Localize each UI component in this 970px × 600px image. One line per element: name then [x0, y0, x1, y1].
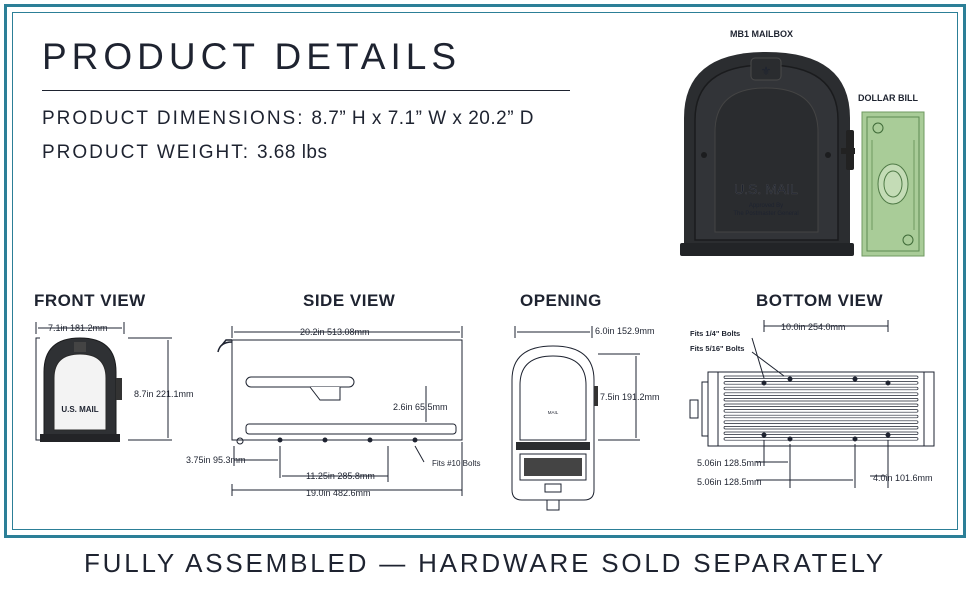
vent-slot — [723, 403, 919, 407]
weight-value: 3.68 lbs — [256, 142, 328, 163]
front-view-heading: FRONT VIEW — [34, 291, 146, 310]
vent-slot — [723, 409, 919, 413]
side-view-drawing — [217, 326, 463, 496]
page-title: PRODUCT DETAILS — [42, 36, 462, 77]
vent-slot — [723, 414, 919, 419]
bottom-inner-dim-1: 5.06in 128.5mm — [697, 458, 762, 468]
bottom-bolts-5-16: Fits 5/16" Bolts — [690, 344, 744, 353]
bottom-bolts-quarter: Fits 1/4" Bolts — [690, 329, 740, 338]
side-slot-dim: 2.6in 65.5mm — [393, 402, 448, 412]
mailbox-photo: ⚜ U.S. MAIL Approved By The Postmaster G… — [680, 52, 855, 256]
side-bolts-note: Fits #10 Bolts — [432, 459, 480, 468]
side-length-dim: 20.2in 513.08mm — [300, 327, 370, 337]
bottom-view-drawing — [689, 320, 935, 488]
bottom-view-heading: BOTTOM VIEW — [756, 291, 884, 310]
photo-door-subtext-2: The Postmaster General — [733, 211, 798, 217]
bill-caption: DOLLAR BILL — [858, 93, 918, 103]
photo-door-subtext-1: Approved By — [749, 203, 783, 209]
bottom-span-dim: 10.0in 254.0mm — [781, 322, 846, 332]
side-edge-dim: 3.75in 95.3mm — [186, 455, 246, 465]
opening-width-dim: 6.0in 152.9mm — [595, 326, 655, 336]
dimensions-spec: PRODUCT DIMENSIONS: 8.7” H x 7.1” W x 20… — [42, 108, 534, 130]
dimensions-value: 8.7” H x 7.1” W x 20.2” D — [311, 108, 535, 129]
vent-slot — [723, 375, 919, 379]
title-divider — [42, 90, 570, 91]
bottom-inner-dim-2: 5.06in 128.5mm — [697, 477, 762, 487]
footer-banner: FULLY ASSEMBLED — HARDWARE SOLD SEPARATE… — [84, 548, 886, 578]
opening-view-drawing: MAIL — [511, 326, 640, 511]
mailbox-caption: MB1 MAILBOX — [730, 29, 793, 39]
photo-door-text: U.S. MAIL — [734, 181, 798, 197]
vent-slot — [723, 386, 919, 391]
opening-view-heading: OPENING — [520, 291, 602, 310]
vent-slot — [723, 437, 919, 441]
front-view-drawing — [35, 322, 172, 442]
vent-slot — [723, 426, 919, 430]
vent-slot — [723, 381, 919, 385]
dimensions-label: PRODUCT DIMENSIONS: — [42, 108, 305, 129]
weight-label: PRODUCT WEIGHT: — [42, 142, 251, 163]
vent-slot — [723, 398, 919, 402]
dollar-bill-photo — [861, 111, 925, 257]
vent-slot — [723, 431, 919, 435]
side-view-heading: SIDE VIEW — [303, 291, 396, 310]
weight-spec: PRODUCT WEIGHT: 3.68 lbs — [42, 142, 327, 164]
side-bolt-spacing-dim: 11.25in 285.8mm — [306, 471, 375, 481]
vent-slot — [723, 392, 919, 396]
opening-height-dim: 7.5in 191.2mm — [600, 392, 660, 402]
product-frame-inner — [12, 12, 958, 530]
bottom-edge-dim: 4.0in 101.6mm — [873, 473, 933, 483]
front-height-dim: 8.7in 221.1mm — [134, 389, 194, 399]
fleur-icon: ⚜ — [761, 64, 772, 78]
front-door-text: U.S. MAIL — [61, 405, 98, 414]
svg-text:MAIL: MAIL — [548, 410, 559, 415]
side-base-dim: 19.0in 482.6mm — [306, 488, 371, 498]
bottom-slots — [723, 375, 919, 441]
vent-slot — [723, 420, 919, 424]
front-width-dim: 7.1in 181.2mm — [48, 323, 108, 333]
